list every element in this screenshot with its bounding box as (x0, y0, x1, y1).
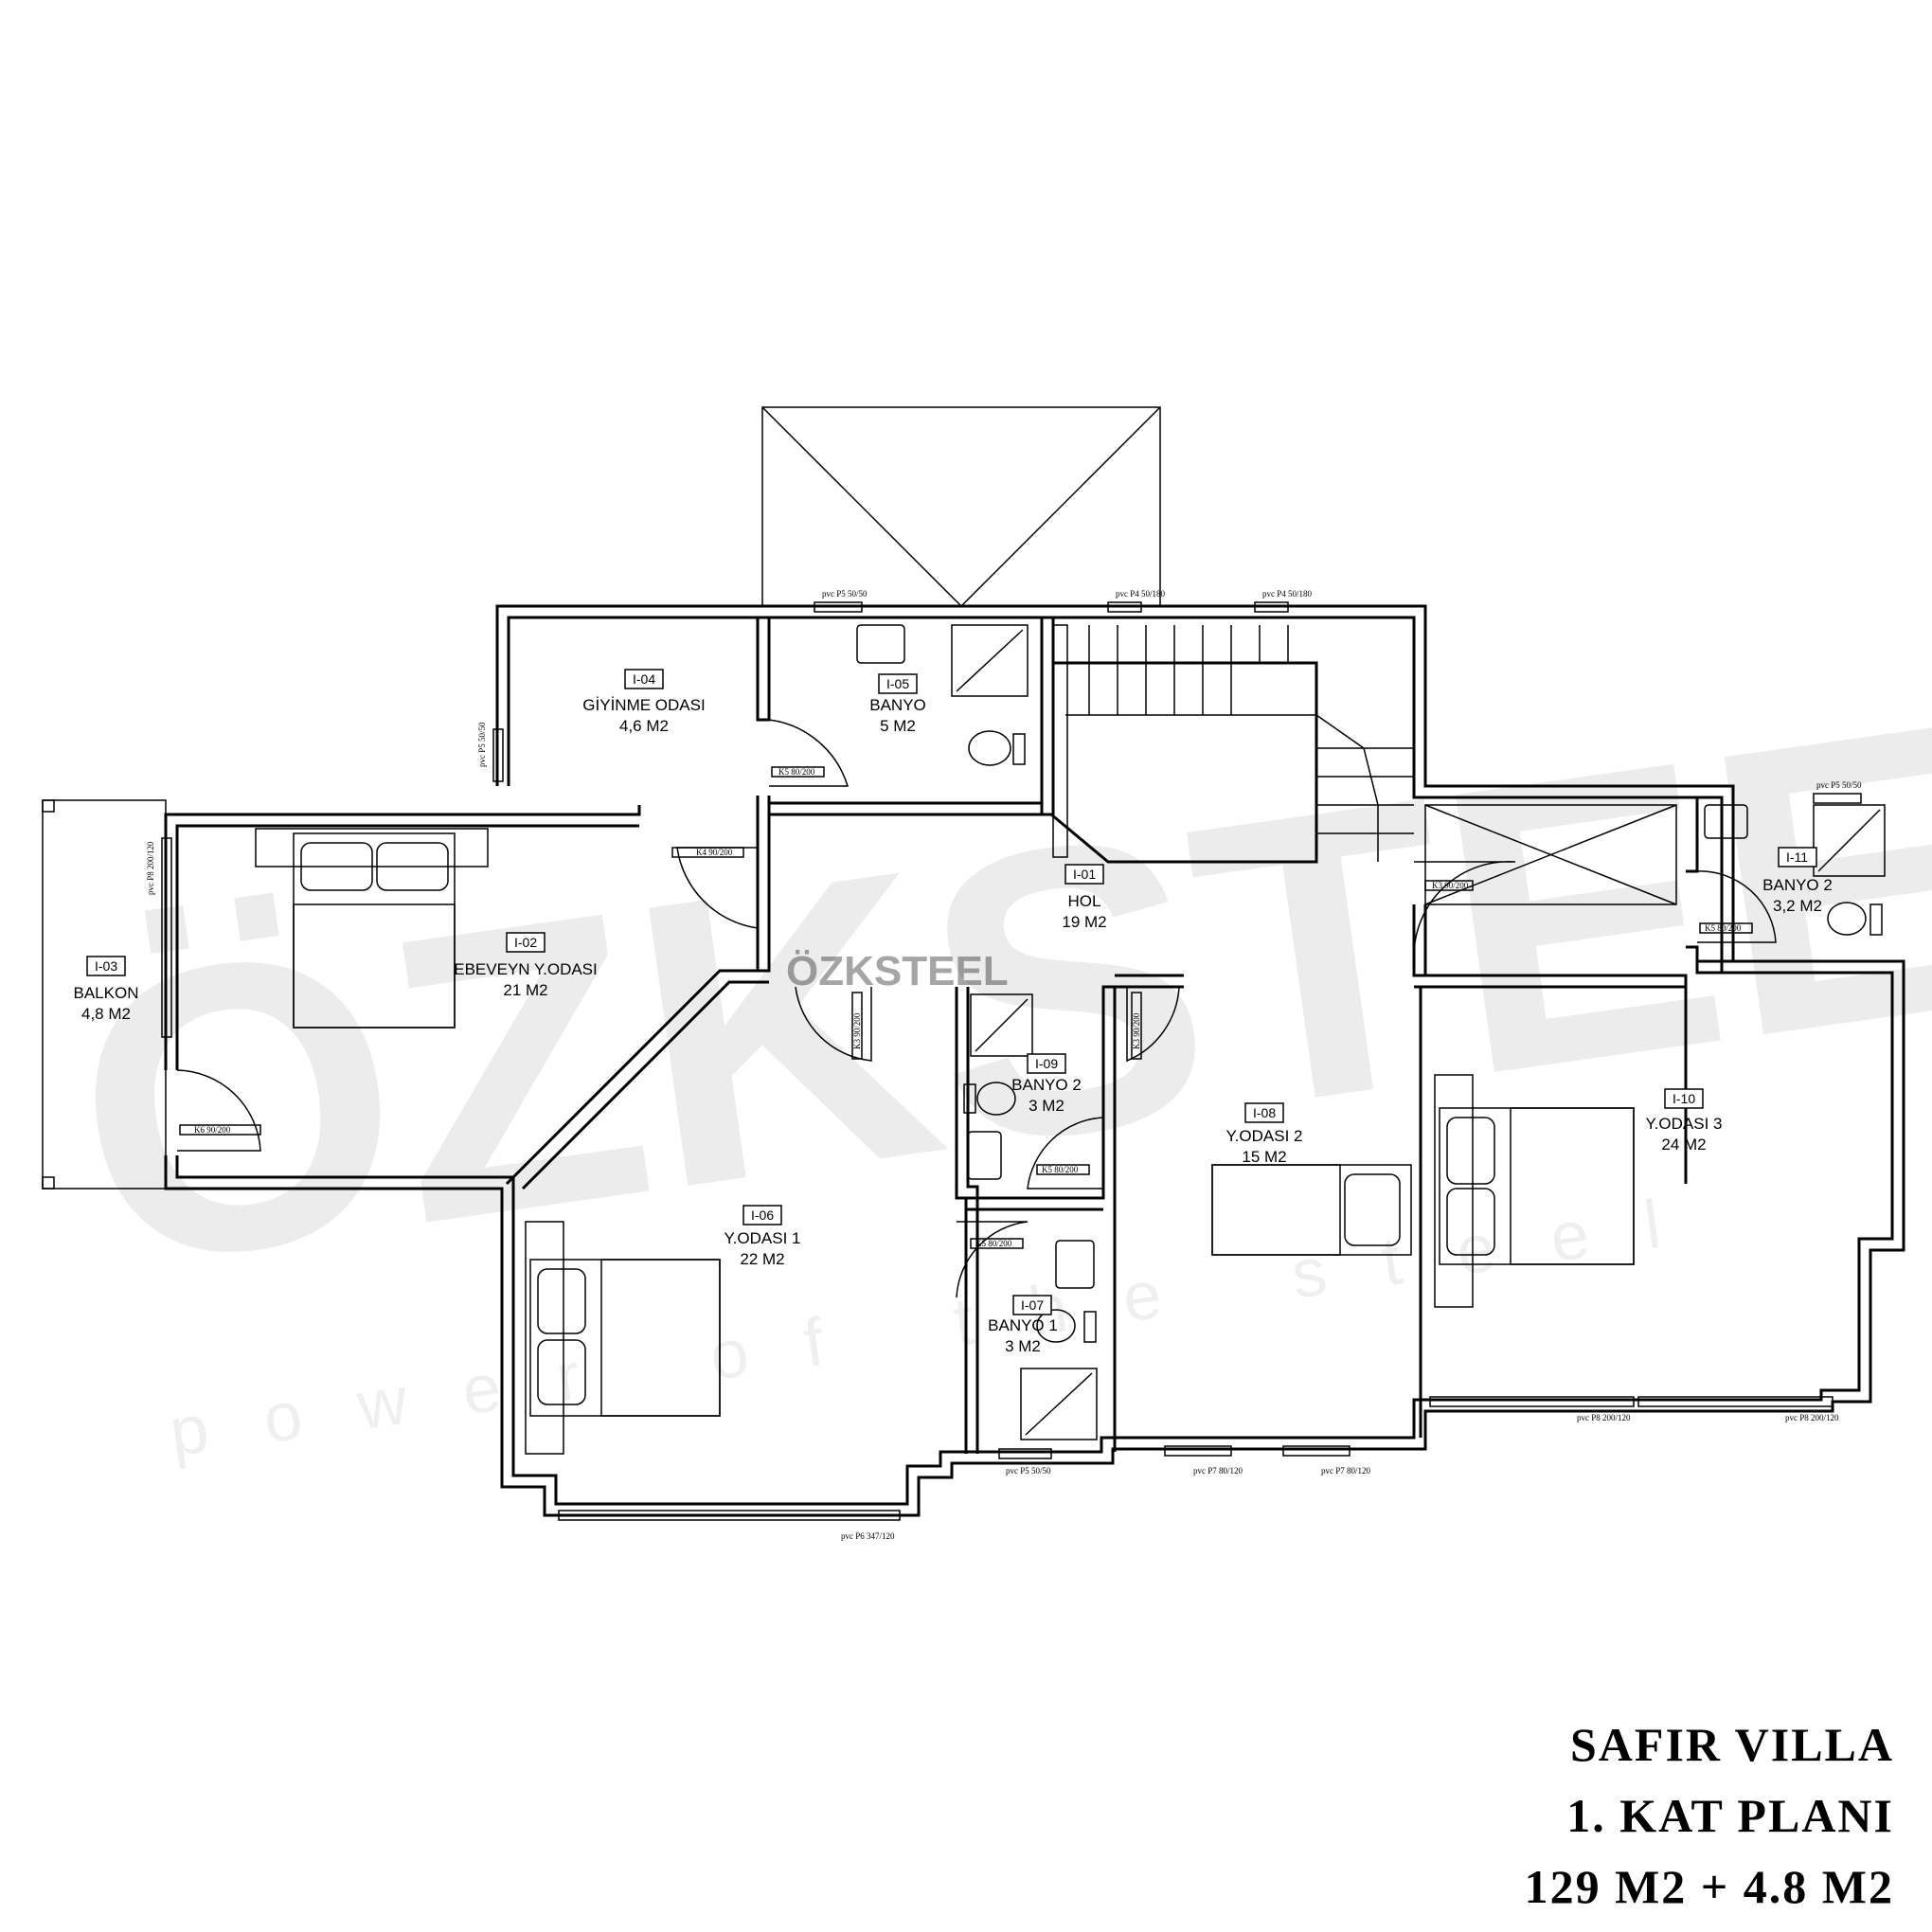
window-label: pvc P8 200/120 (1577, 1413, 1631, 1422)
toilet-icon (976, 1082, 1016, 1116)
door-labels: K5 80/200 K4 90/200 K3 90/200 K5 80/200 … (179, 766, 1753, 1249)
door-swings (176, 719, 1777, 1298)
room-label-hol: I-01 HOL 19 M2 (1062, 864, 1107, 931)
svg-text:19 M2: 19 M2 (1062, 913, 1106, 931)
shower-icon (970, 993, 1033, 1057)
room-label-balcony: I-03 BALKON 4,8 M2 (74, 956, 139, 1023)
bed-room-3 (1434, 1074, 1635, 1308)
door-label: K6 90/200 (194, 1125, 231, 1135)
interior-walls (505, 617, 1892, 1454)
sink-icon (1704, 804, 1748, 839)
title-floor-plan: 1. KAT PLANI (1566, 1789, 1894, 1842)
svg-text:I-09: I-09 (1035, 1056, 1058, 1071)
svg-text:Y.ODASI 1: Y.ODASI 1 (724, 1229, 801, 1247)
window-labels: pvc P5 50/50 pvc P4 50/180 pvc P4 50/180… (146, 589, 1862, 1541)
door-label: K5 80/200 (1042, 1165, 1079, 1174)
svg-text:I-04: I-04 (633, 671, 655, 687)
svg-text:I-07: I-07 (1021, 1297, 1044, 1313)
toilet-icon (1827, 902, 1867, 936)
title-villa-name: SAFIR VILLA (1570, 1718, 1894, 1771)
svg-text:BANYO 1: BANYO 1 (988, 1316, 1058, 1334)
door-label: K4 90/200 (696, 848, 733, 857)
svg-text:BALKON: BALKON (74, 984, 139, 1002)
svg-text:3,2 M2: 3,2 M2 (1773, 897, 1822, 915)
shower-icon (951, 624, 1029, 697)
room-label-bathroom-2b: I-11 BANYO 2 3,2 M2 (1762, 847, 1833, 915)
shower-icon (1020, 1368, 1098, 1440)
door-label: K3 90/200 (852, 1012, 862, 1049)
room-label-dressing-room: I-04 GİYİNME ODASI 4,6 M2 (582, 669, 706, 735)
windows (161, 601, 1862, 1521)
door-label: K5 80/200 (1705, 923, 1742, 933)
svg-text:5 M2: 5 M2 (880, 717, 916, 735)
window-label: pvc P5 50/50 (822, 589, 868, 599)
svg-text:3 M2: 3 M2 (1029, 1097, 1064, 1115)
svg-text:BANYO 2: BANYO 2 (1011, 1076, 1082, 1094)
svg-text:I-11: I-11 (1786, 850, 1808, 865)
bed-room-1 (525, 1221, 721, 1455)
window-label: pvc P5 50/50 (1816, 780, 1862, 790)
svg-text:24 M2: 24 M2 (1661, 1136, 1706, 1154)
svg-text:I-10: I-10 (1673, 1091, 1695, 1106)
svg-text:3 M2: 3 M2 (1005, 1337, 1041, 1355)
svg-text:I-01: I-01 (1073, 867, 1096, 882)
window-label: pvc P5 50/50 (1006, 1466, 1051, 1476)
door-label: K5 80/200 (778, 767, 815, 777)
svg-text:I-06: I-06 (751, 1208, 774, 1223)
svg-text:22 M2: 22 M2 (740, 1250, 784, 1268)
toilet-icon (968, 730, 1011, 766)
svg-text:I-05: I-05 (886, 676, 909, 691)
svg-text:21 M2: 21 M2 (503, 981, 547, 999)
sink-icon (856, 624, 905, 664)
door-label: K3 90/200 (1132, 1012, 1141, 1049)
watermark-brand-small: ÖZKSTEEL (786, 948, 1009, 994)
shower-icon (1813, 804, 1886, 877)
window-label: pvc P6 347/120 (841, 1531, 895, 1541)
balcony-outline (42, 799, 167, 1190)
room-label-bathroom-1: I-07 BANYO 1 3 M2 (988, 1295, 1058, 1355)
window-label: pvc P4 50/180 (1116, 589, 1166, 599)
window-label: pvc P8 200/120 (1785, 1413, 1839, 1422)
svg-text:4,8 M2: 4,8 M2 (81, 1005, 131, 1023)
bed-room-2 (1211, 1164, 1412, 1256)
room-label-bedroom-3: I-10 Y.ODASI 3 24 M2 (1646, 1088, 1723, 1154)
svg-text:HOL: HOL (1068, 892, 1101, 910)
window-label: pvc P4 50/180 (1262, 589, 1313, 599)
svg-text:Y.ODASI 3: Y.ODASI 3 (1646, 1115, 1723, 1133)
svg-text:GİYİNME ODASI: GİYİNME ODASI (582, 696, 705, 714)
title-block: SAFIR VILLA 1. KAT PLANI 129 M2 + 4.8 M2 (1525, 1709, 1894, 1923)
window-label: pvc P7 80/120 (1193, 1466, 1243, 1476)
svg-text:I-03: I-03 (95, 958, 117, 974)
svg-text:I-02: I-02 (514, 935, 537, 950)
toilet-icon (1036, 1309, 1076, 1343)
svg-text:15 M2: 15 M2 (1242, 1148, 1286, 1166)
room-label-bedroom-2: I-08 Y.ODASI 2 15 M2 (1226, 1102, 1303, 1166)
svg-text:Y.ODASI 2: Y.ODASI 2 (1226, 1127, 1303, 1145)
svg-text:BANYO 2: BANYO 2 (1762, 876, 1833, 894)
room-label-bedroom-1: I-06 Y.ODASI 1 22 M2 (724, 1205, 801, 1268)
svg-text:4,6 M2: 4,6 M2 (619, 717, 669, 735)
room-label-master-bedroom: I-02 EBEVEYN Y.ODASI 21 M2 (454, 932, 598, 999)
svg-text:BANYO: BANYO (869, 696, 926, 714)
title-area-total: 129 M2 + 4.8 M2 (1524, 1860, 1894, 1913)
window-label: pvc P5 50/50 (477, 722, 487, 767)
sink-icon (967, 1131, 1002, 1180)
room-label-bathroom: I-05 BANYO 5 M2 (869, 673, 926, 735)
svg-text:I-08: I-08 (1253, 1105, 1276, 1120)
door-label: K3 90/200 (1432, 881, 1469, 890)
staircase (1052, 624, 1414, 862)
bathroom-fixtures (856, 624, 1886, 1440)
roof-void (761, 406, 1161, 607)
svg-text:EBEVEYN Y.ODASI: EBEVEYN Y.ODASI (454, 960, 598, 978)
sink-icon (1055, 1240, 1095, 1289)
door-label: K5 80/200 (975, 1239, 1012, 1248)
room-label-bathroom-2: I-09 BANYO 2 3 M2 (1011, 1053, 1082, 1115)
window-label: pvc P8 200/120 (146, 841, 155, 895)
window-label: pvc P7 80/120 (1321, 1466, 1371, 1476)
bed-master (255, 828, 489, 1029)
